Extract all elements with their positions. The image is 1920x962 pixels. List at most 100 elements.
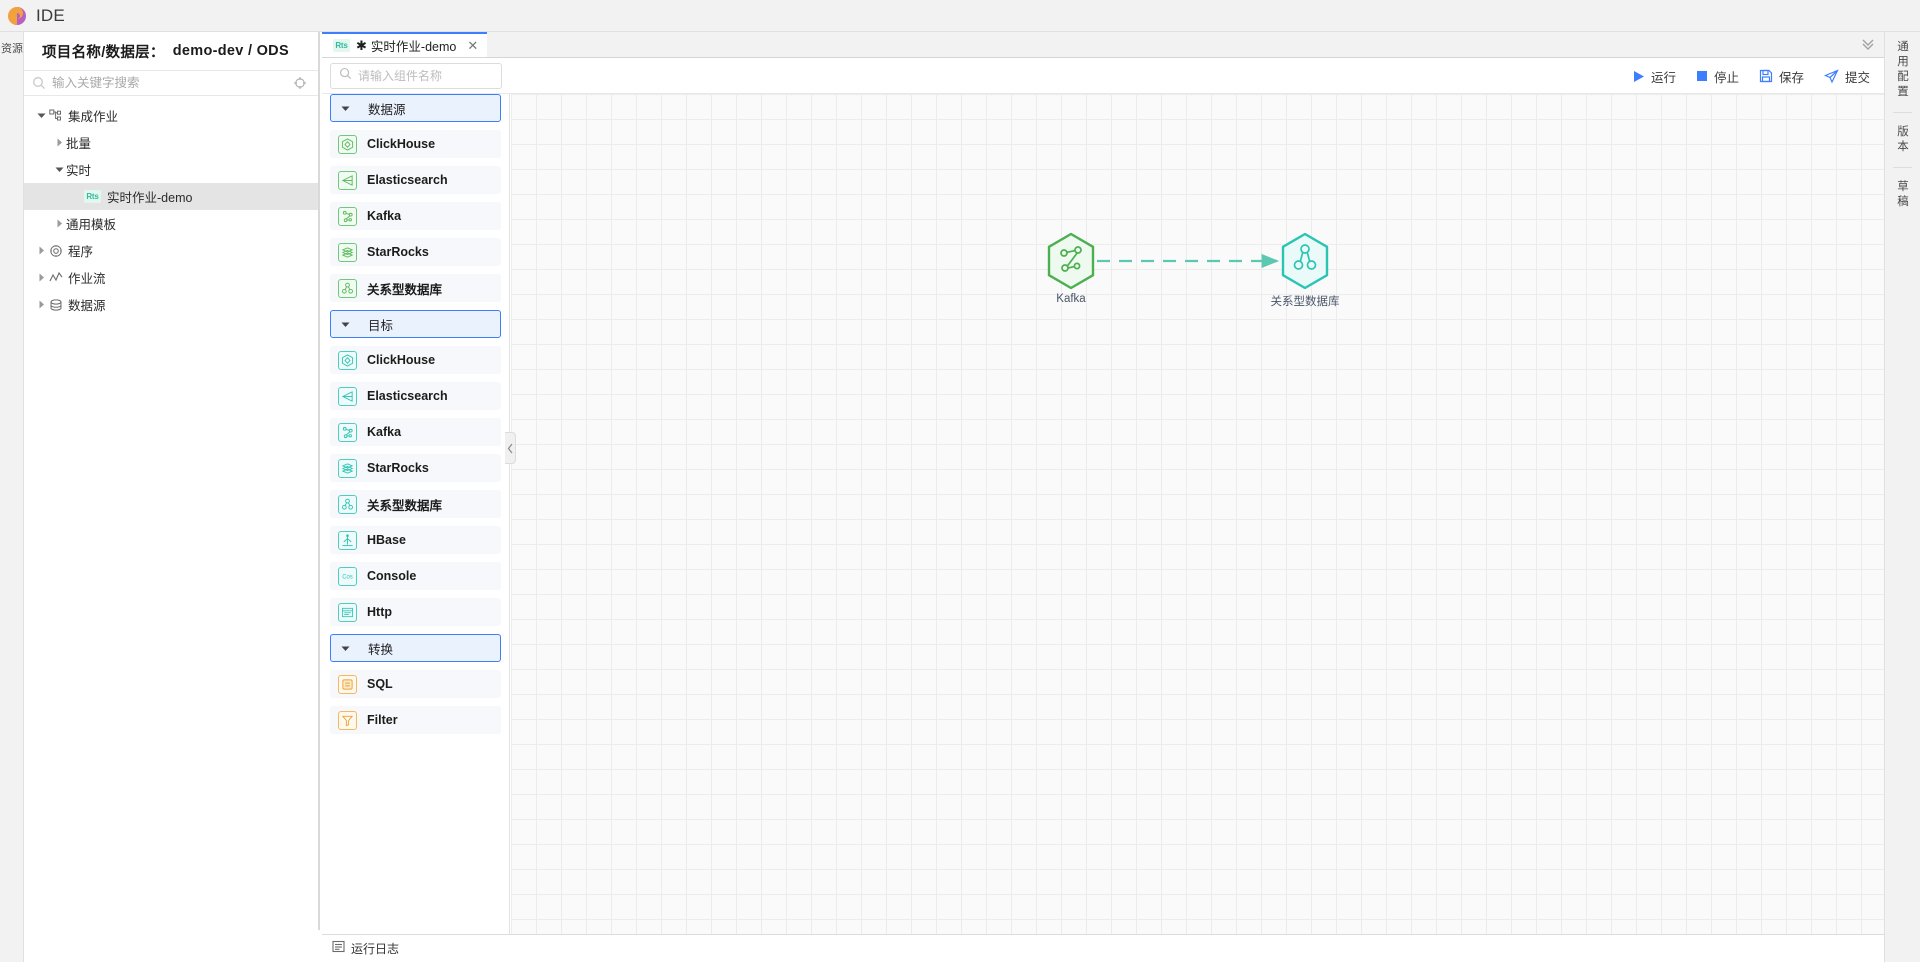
caret-down-icon[interactable] [52,163,66,177]
filter-icon [338,710,357,730]
caret-down-icon[interactable] [341,644,350,653]
right-rail-tab-general-config[interactable]: 通用配置 [1897,41,1909,98]
caret-right-icon[interactable] [52,217,66,231]
caret-right-icon[interactable] [34,298,48,312]
caret-down-icon[interactable] [34,109,48,123]
tree-node-数据源[interactable]: 数据源 [24,291,319,318]
tree-node-label: 数据源 [68,299,106,313]
palette-group-数据源[interactable]: 数据源 [330,94,501,122]
caret-right-icon[interactable] [52,136,66,150]
palette-item-source-关系型数据库[interactable]: 关系型数据库 [330,274,501,302]
palette-item-transform-SQL[interactable]: SQL [330,670,501,698]
starrocks-icon [338,242,357,262]
rdb-icon [338,278,357,298]
tree-node-label: 作业流 [68,272,106,286]
sidebar-project-name: demo-dev / ODS [172,43,289,59]
palette-item-target-关系型数据库[interactable]: 关系型数据库 [330,490,501,518]
palette-collapse-handle[interactable] [505,432,516,464]
palette-item-label: HBase [367,533,406,547]
palette-item-target-Http[interactable]: Http [330,598,501,626]
rail-tab-resource[interactable]: 资源 [1,43,23,55]
right-rail-divider [1893,112,1912,113]
palette-item-label: Kafka [367,425,402,439]
sidebar-resize-handle[interactable] [318,32,320,930]
log-icon [332,940,345,958]
palette-item-source-StarRocks[interactable]: StarRocks [330,238,501,266]
elasticsearch-icon [338,386,357,406]
canvas-node-关系型数据库[interactable]: 关系型数据库 [1269,232,1341,309]
palette-item-source-Elasticsearch[interactable]: Elasticsearch [330,166,501,194]
save-button[interactable]: 保存 [1759,67,1804,86]
tree-node-集成作业[interactable]: 集成作业 [24,102,319,129]
right-rail-tab-draft[interactable]: 草稿 [1897,181,1909,208]
palette-item-label: 关系型数据库 [367,282,443,297]
clickhouse-icon [338,350,357,370]
tab-realtime-job-demo[interactable]: Rts ✱ 实时作业-demo ✕ [322,32,488,57]
palette-item-source-Kafka[interactable]: Kafka [330,202,501,230]
clickhouse-icon [338,134,357,154]
palette-item-target-Kafka[interactable]: Kafka [330,418,501,446]
palette-group-目标[interactable]: 目标 [330,310,501,338]
palette-item-target-ClickHouse[interactable]: ClickHouse [330,346,501,374]
palette-item-target-HBase[interactable]: HBase [330,526,501,554]
svg-text:Cos: Cos [342,575,353,581]
toolbar-actions: 运行 停止 保存 [1632,58,1870,94]
search-icon [32,76,46,90]
save-icon [1759,69,1773,83]
caret-down-icon[interactable] [341,320,350,329]
tree-node-label: 程序 [68,245,94,259]
console-icon: Cos [338,566,357,586]
canvas-node-label: Kafka [1056,293,1086,305]
right-rail-divider [1893,167,1912,168]
tree-node-实时[interactable]: 实时 [24,156,319,183]
run-label: 运行 [1650,70,1676,85]
palette-item-source-ClickHouse[interactable]: ClickHouse [330,130,501,158]
stop-label: 停止 [1713,70,1739,85]
editor-toolbar: 运行 停止 保存 [322,58,1884,94]
run-log-label[interactable]: 运行日志 [351,942,400,956]
tree-node-通用模板[interactable]: 通用模板 [24,210,319,237]
close-icon[interactable]: ✕ [467,37,479,53]
hbase-icon [338,530,357,550]
tree-node-label: 集成作业 [68,110,119,124]
caret-down-icon[interactable] [341,104,350,113]
palette-item-target-Elasticsearch[interactable]: Elasticsearch [330,382,501,410]
double-chevron-down-icon[interactable] [1860,36,1876,57]
tree-node-作业流[interactable]: 作业流 [24,264,319,291]
canvas-node-label: 关系型数据库 [1270,296,1340,308]
submit-button[interactable]: 提交 [1823,67,1870,86]
canvas-node-Kafka[interactable]: Kafka [1035,232,1107,305]
caret-right-icon[interactable] [34,244,48,258]
editor-tabbar: Rts ✱ 实时作业-demo ✕ [322,32,1884,58]
palette-item-label: Elasticsearch [367,389,448,403]
right-rail-tab-version[interactable]: 版本 [1897,126,1909,153]
save-label: 保存 [1778,70,1804,85]
crosshair-target-icon[interactable] [293,76,307,90]
app-title: IDE [36,5,65,25]
tree-node-程序[interactable]: 程序 [24,237,319,264]
component-search-input[interactable] [358,69,493,83]
palette-group-转换[interactable]: 转换 [330,634,501,662]
sidebar-title: 项目名称/数据层： demo-dev / ODS [24,32,319,70]
tree-node-label: 通用模板 [66,218,117,232]
palette-item-label: StarRocks [367,245,429,259]
stop-button[interactable]: 停止 [1696,67,1739,86]
flow-canvas[interactable]: Kafka 关系型数据库 [511,94,1884,934]
run-button[interactable]: 运行 [1632,67,1676,86]
rdb-icon [338,494,357,514]
search-input[interactable] [52,76,293,90]
caret-right-icon[interactable] [34,271,48,285]
palette-item-target-StarRocks[interactable]: StarRocks [330,454,501,482]
palette-item-label: Http [367,605,392,619]
palette-group-label: 转换 [368,642,394,657]
submit-label: 提交 [1844,70,1870,85]
left-rail: 资源 [0,32,24,962]
palette-item-transform-Filter[interactable]: Filter [330,706,501,734]
tree-node-批量[interactable]: 批量 [24,129,319,156]
kafka-hex-icon [1045,232,1097,290]
component-search-box[interactable] [330,63,502,89]
kafka-icon [338,206,357,226]
palette-item-label: StarRocks [367,461,429,475]
